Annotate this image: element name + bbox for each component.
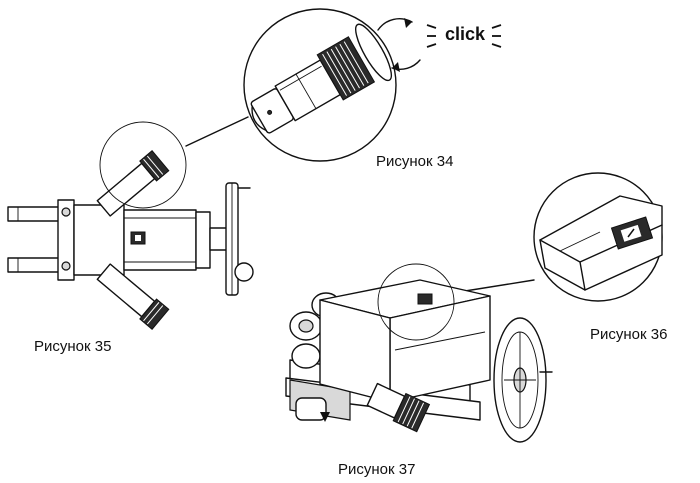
eyepiece-cap (355, 23, 393, 82)
knurled-ring (316, 36, 376, 101)
arrow-down-icon (320, 412, 330, 422)
caption-figure-36: Рисунок 36 (590, 326, 668, 343)
figure-36-drawing (439, 172, 663, 302)
click-label: click (445, 24, 486, 44)
eyepiece-lower-35 (96, 263, 170, 330)
detail-circle-37 (377, 263, 455, 341)
eyepiece-37 (366, 382, 431, 433)
eyepiece-detail (250, 23, 393, 134)
caption-figure-35: Рисунок 35 (34, 338, 112, 355)
detail-circle-35 (99, 121, 187, 209)
caption-figure-34: Рисунок 34 (376, 153, 454, 170)
leader-line-34 (185, 116, 249, 147)
figure-37-drawing (285, 263, 553, 443)
caption-figure-37: Рисунок 37 (338, 461, 416, 478)
click-sound-icon (426, 24, 502, 48)
figure-34-drawing (185, 8, 502, 162)
eyepiece-upper-35 (96, 150, 170, 217)
figure-35-drawing (7, 121, 254, 330)
power-switch-37 (417, 293, 433, 305)
